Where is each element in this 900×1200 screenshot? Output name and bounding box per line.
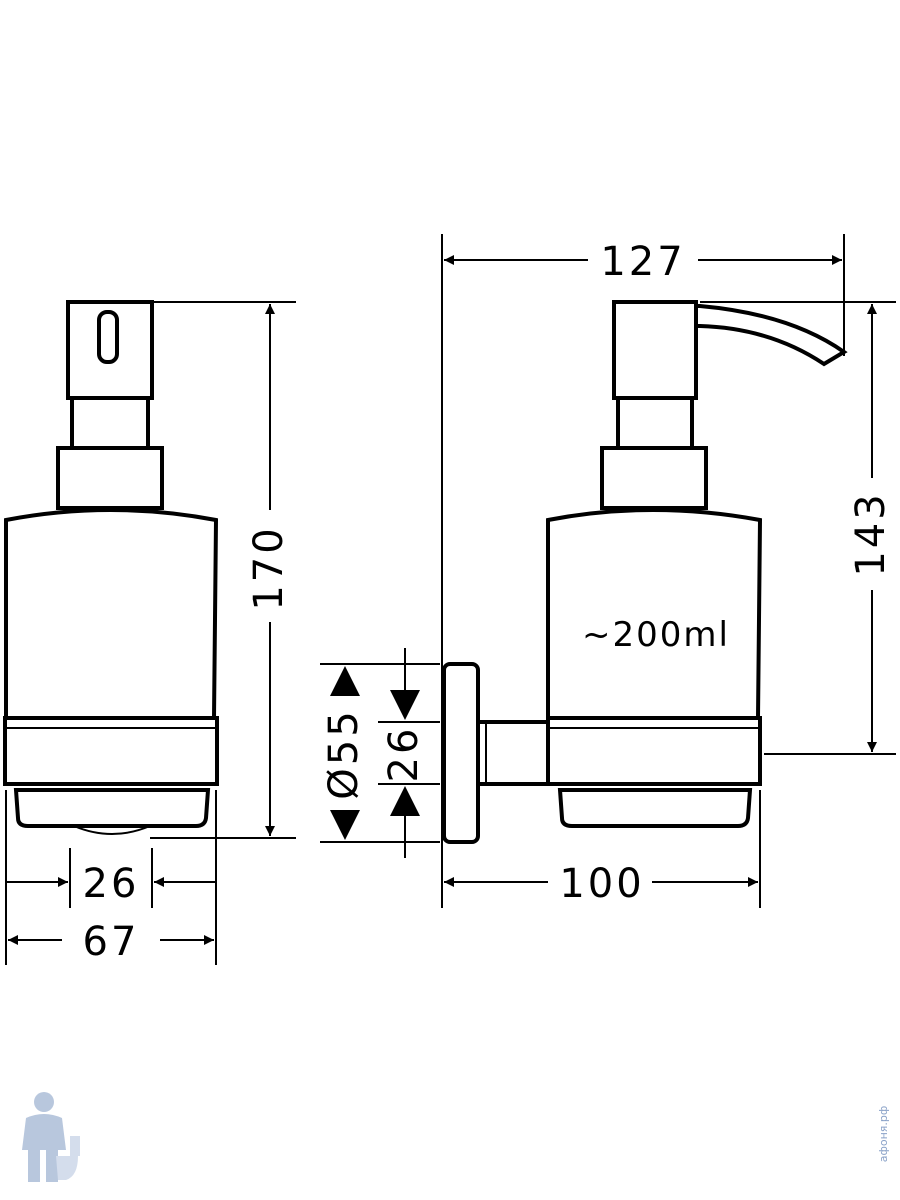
volume-label: ~200ml <box>582 615 730 655</box>
front-dimensions <box>5 301 296 965</box>
inner-width-26-label: 26 <box>83 861 140 907</box>
width-67-label: 67 <box>83 919 140 965</box>
height-170-label: 170 <box>246 525 292 610</box>
front-view <box>3 300 219 835</box>
projection-127-label: 127 <box>600 239 685 285</box>
side-dimensions <box>320 234 896 908</box>
side-view <box>442 300 848 844</box>
height-143-label: 143 <box>848 491 894 576</box>
plumber-mascot-icon <box>22 1092 80 1182</box>
watermark-text: афоня.рф <box>877 1106 890 1163</box>
bracket-26-label: 26 <box>381 726 427 783</box>
pump-slot <box>97 310 119 364</box>
rosette-diameter-label: Ø55 <box>321 708 367 799</box>
depth-100-label: 100 <box>559 861 644 907</box>
